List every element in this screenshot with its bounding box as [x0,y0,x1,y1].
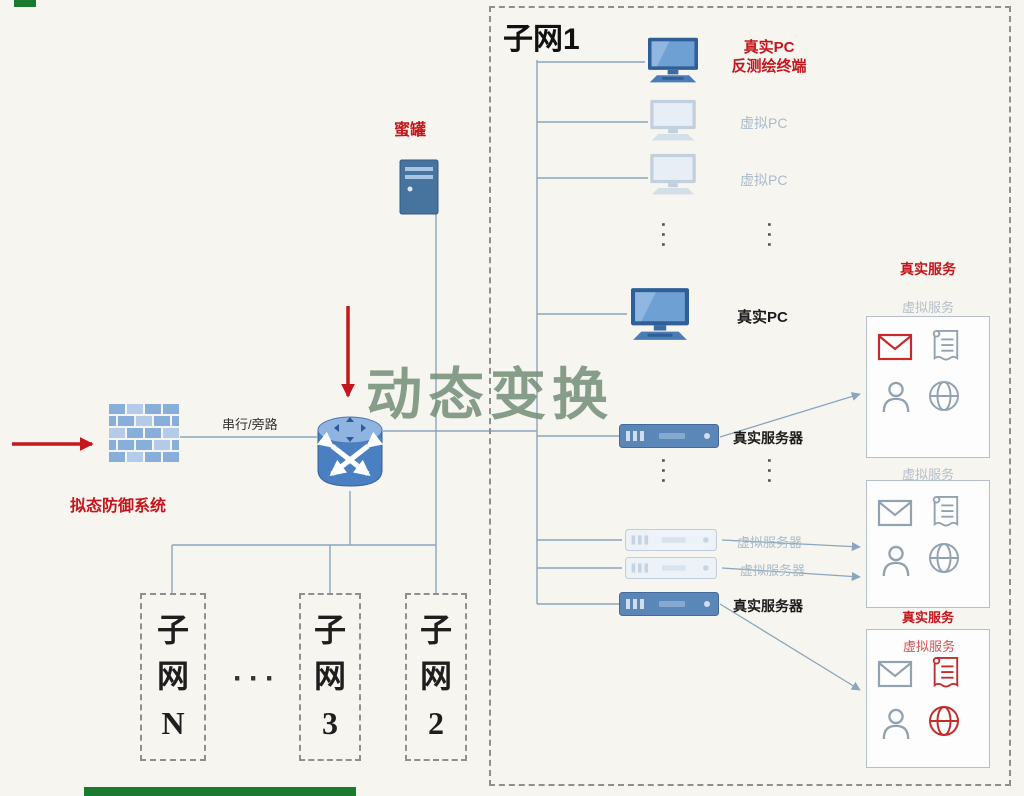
virtual-service-label: 虚拟服务 [901,300,954,315]
subnet1-title: 子网1 [503,23,580,56]
virtual-server-label: 虚拟服务器 [737,535,803,550]
service-box-2 [866,480,990,608]
real-pc-icon [626,286,694,344]
real-pc-label: 真实PC [737,309,788,326]
network-links [171,60,648,605]
subnet1-boundary [489,6,1011,786]
mail-icon [877,333,913,361]
scroll-icon [929,654,961,692]
firewall-icon [108,403,180,463]
virtual-pc-label: 虚拟PC [740,172,788,188]
virtual-pc-label: 虚拟PC [740,115,788,131]
scan-artifact-top [14,0,36,7]
globe-icon [927,541,961,575]
globe-icon [927,704,961,738]
real-pc-terminal-label: 真实PC 反测绘终端 [713,38,825,76]
virtual-service-label: 虚拟服务 [902,639,955,654]
real-pc-terminal-label-line2: 反测绘终端 [731,58,807,75]
ellipsis-vertical: ··· [653,458,673,488]
subnet-2-label: 子网2 [419,612,452,741]
subnet-3-label: 子网3 [313,612,346,741]
real-server-icon [619,424,719,448]
router-icon [316,404,384,492]
attack-arrows [12,306,355,451]
honeypot-server-icon [398,158,440,216]
subnet-2-box: 子网2 [405,593,467,761]
virtual-server-icon [621,557,721,579]
service-box-3: 虚拟服务 [866,629,990,768]
honeypot-label: 蜜罐 [394,122,427,139]
real-server-label: 真实服务器 [733,598,803,614]
virtual-service-label: 虚拟服务 [901,467,954,482]
defense-system-label: 拟态防御系统 [70,498,167,515]
link-mode-label: 串行/旁路 [222,417,278,432]
ellipsis-vertical: ··· [759,222,779,252]
real-service-label: 真实服务 [901,610,954,625]
real-pc-terminal-label-line1: 真实PC [743,39,795,56]
scroll-icon [929,493,961,531]
mail-icon [877,499,913,527]
globe-icon [927,379,961,413]
real-server-label: 真实服务器 [733,430,803,446]
user-icon [881,543,911,579]
user-icon [881,706,911,742]
subnet-n-box: 子网N [140,593,206,761]
real-service-label: 真实服务 [900,261,956,277]
subnet-3-box: 子网3 [299,593,361,761]
subnet-ellipsis: ··· [233,662,281,695]
service-box-1 [866,316,990,458]
scan-artifact-bottom [84,787,356,796]
user-icon [881,379,911,415]
service-mapping-arrows [719,392,861,691]
virtual-server-label: 虚拟服务器 [740,563,806,578]
scroll-icon [929,327,961,365]
real-pc-terminal-icon [644,36,702,86]
mail-icon [877,660,913,688]
virtual-pc-icon [647,98,699,144]
real-server-icon [619,592,719,616]
watermark-text: 动态变换 [366,363,614,426]
virtual-server-icon [621,529,721,551]
ellipsis-vertical: ··· [653,222,673,252]
subnet-n-label: 子网N [156,612,189,741]
virtual-pc-icon [647,152,699,198]
ellipsis-vertical: ··· [759,458,779,488]
